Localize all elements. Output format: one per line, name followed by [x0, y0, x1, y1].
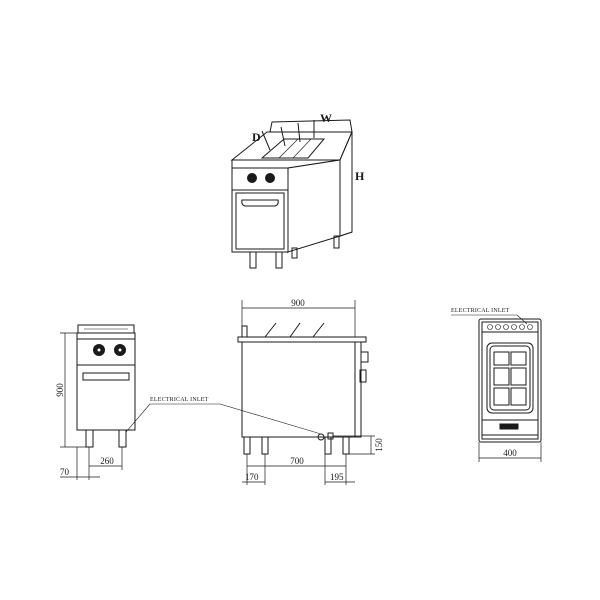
depth-label: D	[252, 130, 261, 144]
front-height-dim: 900	[55, 383, 65, 397]
front-foot-offset-dim: 70	[60, 467, 70, 477]
height-label: H	[355, 169, 365, 183]
side-rear-foot-dim: 195	[330, 472, 344, 482]
side-inlet-height-dim: 150	[374, 438, 384, 452]
top-width-dim: 400	[503, 448, 517, 458]
side-inlet-label: ELECTRICAL INLET	[150, 397, 209, 403]
front-view: 900 260 70	[55, 324, 136, 480]
top-grille	[487, 324, 533, 330]
front-foot-spacing-dim: 260	[100, 456, 114, 466]
width-label: W	[320, 111, 332, 125]
side-foot-spacing-dim: 700	[290, 456, 304, 466]
side-view: 900 700 170 195 150 ELECTRICAL INLET	[125, 298, 384, 485]
perspective-view: D W H	[230, 111, 365, 269]
top-view: 400 ELECTRICAL INLET	[451, 308, 542, 462]
side-depth-dim: 900	[291, 298, 305, 308]
top-inlet-label: ELECTRICAL INLET	[451, 308, 510, 314]
side-front-foot-dim: 170	[245, 472, 259, 482]
